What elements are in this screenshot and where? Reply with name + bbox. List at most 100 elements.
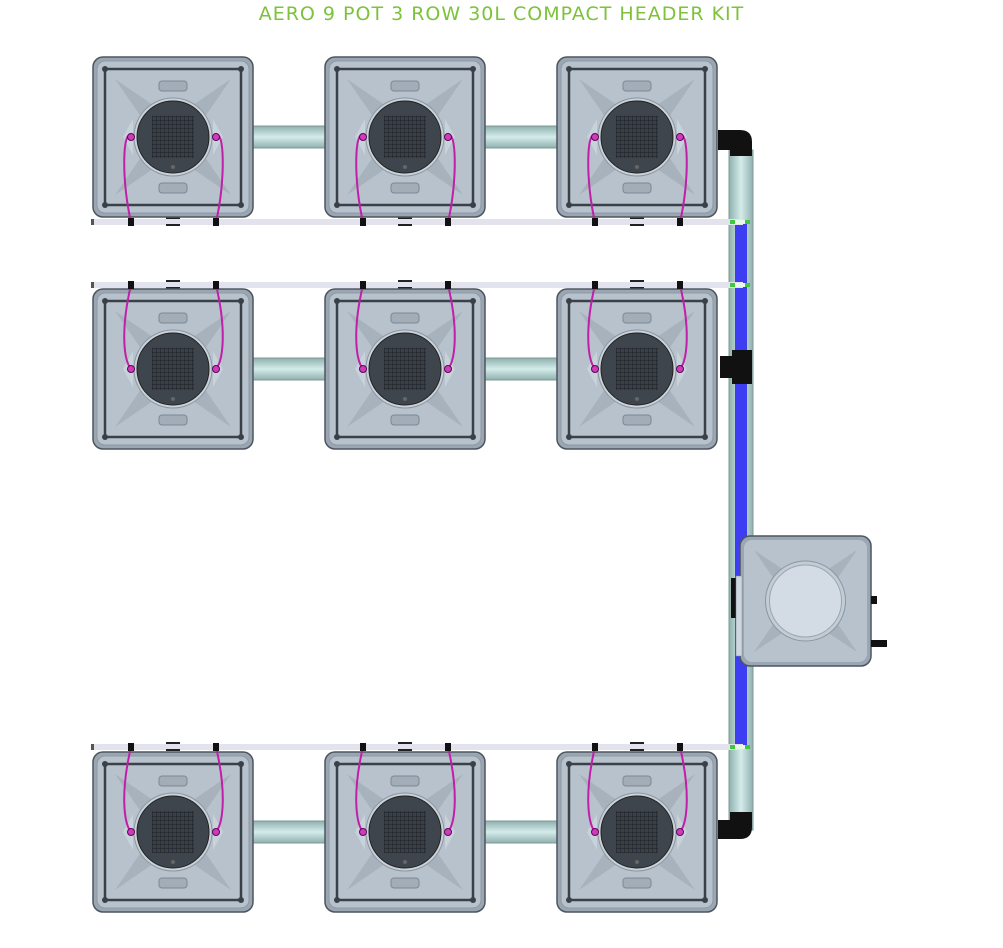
corner-clip <box>566 434 572 440</box>
dripper-stake <box>591 828 599 836</box>
dripper-stake <box>359 828 367 836</box>
lid-lug <box>158 877 188 889</box>
tee-mark <box>630 287 644 289</box>
spray-line <box>93 744 743 750</box>
tank-inlet <box>735 575 743 657</box>
tee-mark <box>166 280 180 282</box>
corner-clip <box>702 202 708 208</box>
tee-mark <box>398 217 412 219</box>
pot <box>556 56 718 218</box>
line-end-cap <box>91 282 94 288</box>
tee-fitting <box>592 218 598 226</box>
dripper-stake <box>444 828 452 836</box>
basket-mesh <box>384 116 426 158</box>
corner-clip <box>102 66 108 72</box>
dripper-stake <box>444 133 452 141</box>
tee-fitting <box>592 743 598 751</box>
pot-lid-edge <box>103 762 243 902</box>
lid-lug <box>622 182 652 194</box>
tee-fitting <box>677 218 683 226</box>
lid-lug <box>158 182 188 194</box>
lid-lug <box>622 312 652 324</box>
pot <box>556 288 718 450</box>
dripper-stake <box>212 828 220 836</box>
tank-outlet <box>871 640 887 647</box>
tee-mark <box>630 742 644 744</box>
dripper-line <box>679 284 688 370</box>
tee-fitting <box>360 218 366 226</box>
pot-lid-edge <box>335 762 475 902</box>
corner-clip <box>334 897 340 903</box>
lid-lug <box>622 414 652 426</box>
corner-clip <box>470 202 476 208</box>
corner-clip <box>334 202 340 208</box>
dripper-stake <box>444 365 452 373</box>
tee-fitting <box>677 281 683 289</box>
basket-drain <box>171 397 175 401</box>
dripper-stake <box>359 365 367 373</box>
fitting <box>732 350 752 384</box>
tee-mark <box>398 224 412 226</box>
corner-clip <box>470 66 476 72</box>
tee-fitting <box>213 218 219 226</box>
pot <box>92 288 254 450</box>
tee-fitting <box>128 218 134 226</box>
connecting-pipe <box>482 125 560 149</box>
lid-lug <box>390 775 420 787</box>
pot-lid-edge <box>103 67 243 207</box>
corner-clip <box>566 897 572 903</box>
connecting-pipe <box>250 820 328 844</box>
basket-mesh <box>152 116 194 158</box>
lid-lug <box>158 414 188 426</box>
line-connector <box>735 745 745 749</box>
pot-lid-edge <box>103 299 243 439</box>
dripper-stake <box>591 133 599 141</box>
dripper-stake <box>359 133 367 141</box>
tee-mark <box>630 224 644 226</box>
tee-fitting <box>445 281 451 289</box>
lid-lug <box>390 877 420 889</box>
corner-clip <box>238 897 244 903</box>
corner-clip <box>702 434 708 440</box>
tee-fitting <box>445 218 451 226</box>
basket-drain <box>171 860 175 864</box>
corner-clip <box>566 761 572 767</box>
tee-mark <box>398 280 412 282</box>
lid-lug <box>390 182 420 194</box>
fitting <box>720 356 732 378</box>
pot-lid-edge <box>567 67 707 207</box>
corner-clip <box>238 202 244 208</box>
tee-fitting <box>128 281 134 289</box>
spray-line <box>93 282 743 288</box>
corner-clip <box>702 66 708 72</box>
basket-drain <box>635 165 639 169</box>
corner-clip <box>334 434 340 440</box>
dripper-stake <box>127 365 135 373</box>
corner-clip <box>334 298 340 304</box>
dripper-stake <box>212 133 220 141</box>
tee-fitting <box>213 743 219 751</box>
pot <box>324 56 486 218</box>
elbow-top <box>718 130 752 156</box>
corner-clip <box>702 761 708 767</box>
dripper-stake <box>676 133 684 141</box>
lid-lug <box>390 80 420 92</box>
tee-mark <box>630 217 644 219</box>
corner-clip <box>702 298 708 304</box>
corner-clip <box>470 761 476 767</box>
tee-fitting <box>445 743 451 751</box>
lid-lug <box>622 80 652 92</box>
pot <box>92 56 254 218</box>
diagram-title: AERO 9 POT 3 ROW 30L COMPACT HEADER KIT <box>258 3 745 25</box>
corner-clip <box>238 66 244 72</box>
dripper-stake <box>676 828 684 836</box>
corner-clip <box>334 761 340 767</box>
corner-clip <box>334 66 340 72</box>
corner-clip <box>470 434 476 440</box>
tee-mark <box>166 742 180 744</box>
basket-mesh <box>616 811 658 853</box>
tee-mark <box>166 217 180 219</box>
connecting-pipe <box>250 357 328 381</box>
basket-drain <box>403 165 407 169</box>
